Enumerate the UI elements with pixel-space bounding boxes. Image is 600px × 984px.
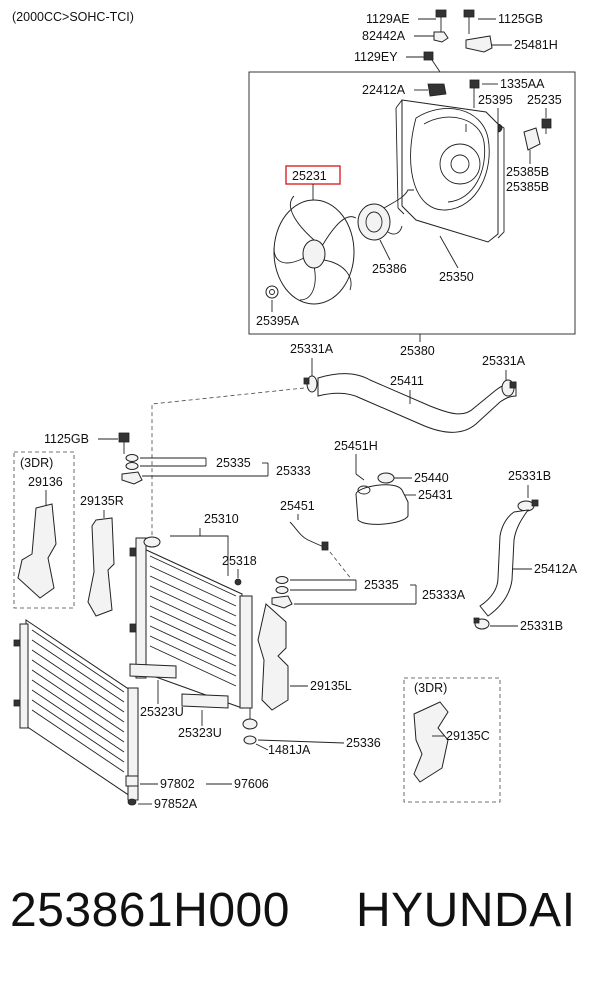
callout-25440: 25440	[414, 471, 449, 485]
callout-97852A: 97852A	[154, 797, 198, 811]
callout-25331B-top: 25331B	[508, 469, 551, 483]
air-guide-25323U-1	[129, 663, 177, 679]
callout-25380: 25380	[400, 344, 435, 358]
clamp-25331B-top-icon	[517, 499, 539, 512]
callout-25395: 25395	[478, 93, 513, 107]
variant-box-left	[13, 451, 75, 609]
callout-25331A-right: 25331A	[482, 354, 526, 368]
clamp-25331A-right-icon	[501, 379, 517, 397]
bolt-1129EY-icon	[423, 51, 441, 73]
cooling-fan-25231	[273, 195, 357, 305]
variant-box-right	[403, 677, 501, 803]
bolt-25235-icon	[541, 118, 552, 134]
fan-shroud-25350	[395, 99, 505, 243]
engine-spec-label: (2000CC>SOHC-TCI)	[12, 10, 134, 24]
callout-25451: 25451	[280, 499, 315, 513]
callout-25385B-1: 25385B	[506, 165, 549, 179]
callout-25350: 25350	[439, 270, 474, 284]
callout-25318: 25318	[222, 554, 257, 568]
callout-25411: 25411	[390, 374, 424, 388]
reservoir-25431	[355, 484, 409, 525]
callout-25310: 25310	[204, 512, 239, 526]
callout-1335AA: 1335AA	[500, 77, 545, 91]
callout-25395A: 25395A	[256, 314, 300, 328]
callout-25386: 25386	[372, 262, 407, 276]
callout-29135L: 29135L	[310, 679, 352, 693]
air-guard-29135L	[257, 603, 289, 711]
clip-82442A-icon	[433, 31, 449, 43]
callout-25231: 25231	[292, 169, 327, 183]
insulator-25336-icon	[242, 708, 258, 745]
callout-25331A-left: 25331A	[290, 342, 334, 356]
brand-name: HYUNDAI	[356, 884, 576, 937]
callout-25385B-2: 25385B	[506, 180, 549, 194]
callout-22412A: 22412A	[362, 83, 406, 97]
air-guard-29135R	[87, 517, 115, 617]
callout-97802: 97802	[160, 777, 195, 791]
clamp-25331B-bottom-icon	[473, 617, 490, 630]
callout-25431: 25431	[418, 488, 453, 502]
callout-25335-bottom: 25335	[364, 578, 399, 592]
bolt-1129AE-icon	[435, 9, 447, 32]
mount-bracket-25333A-icon	[271, 576, 293, 609]
callout-25323U-2: 25323U	[178, 726, 222, 740]
callout-29136: 29136	[28, 475, 63, 489]
air-guard-29136	[17, 503, 57, 599]
part-number: 253861H000	[10, 884, 290, 937]
fan-motor-25386	[357, 189, 414, 241]
callout-25333: 25333	[276, 464, 311, 478]
callout-25481H: 25481H	[514, 38, 558, 52]
fan-assembly-frame	[248, 71, 576, 335]
lower-hose-25412A	[479, 509, 530, 617]
drain-plug-25318-icon	[234, 578, 242, 586]
bolt-1125GB-left-icon	[118, 432, 130, 454]
callout-1481JA: 1481JA	[268, 743, 311, 757]
bracket-97802-icon	[125, 775, 139, 806]
clip-22412A-icon	[427, 83, 447, 97]
bolt-1125GB-top-icon	[463, 9, 475, 34]
callout-29135R: 29135R	[80, 494, 124, 508]
air-guide-25323U-2	[181, 693, 229, 709]
callout-29135C: 29135C	[446, 729, 490, 743]
upper-hose-25411	[317, 373, 517, 433]
callout-3DR-right: (3DR)	[414, 681, 447, 695]
callout-25336: 25336	[346, 736, 381, 750]
reservoir-hose-25451	[289, 521, 327, 549]
bracket-25481H-icon	[465, 35, 493, 53]
callout-82442A: 82442A	[362, 29, 406, 43]
callout-25331B-bottom: 25331B	[520, 619, 563, 633]
reservoir-cap-25440-icon	[377, 472, 395, 484]
callout-3DR-left: (3DR)	[20, 456, 53, 470]
callout-1129AE: 1129AE	[366, 12, 410, 26]
bolt-1335AA-icon	[469, 79, 480, 108]
air-guard-29135C	[413, 701, 449, 783]
grommet-25395A-icon	[265, 285, 279, 299]
callout-25335-top: 25335	[216, 456, 251, 470]
callout-25323U-1: 25323U	[140, 705, 184, 719]
callout-1129EY: 1129EY	[354, 50, 398, 64]
mount-bracket-25333-icon	[121, 454, 143, 485]
callout-97606: 97606	[234, 777, 269, 791]
callout-1125GB-left: 1125GB	[44, 432, 89, 446]
callout-1125GB-top: 1125GB	[498, 12, 543, 26]
callout-25235: 25235	[527, 93, 562, 107]
resistor-25385B-icon	[523, 127, 541, 151]
condenser	[13, 619, 139, 801]
callout-25333A: 25333A	[422, 588, 466, 602]
callout-25412A: 25412A	[534, 562, 578, 576]
clamp-25331A-left-icon	[303, 375, 318, 393]
parts-diagram: (2000CC>SOHC-TCI) 1129AE 1125GB 82442A 2…	[12, 9, 578, 811]
callout-25451H: 25451H	[334, 439, 378, 453]
